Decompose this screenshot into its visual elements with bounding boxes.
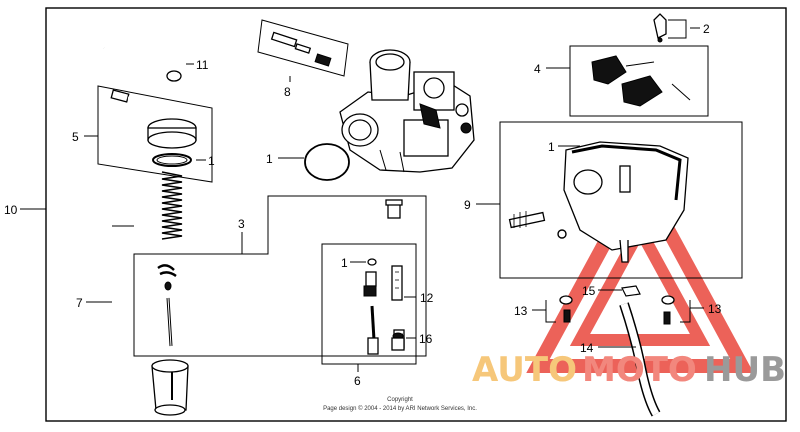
callout-7: 7	[76, 296, 83, 310]
float-chamber-part	[563, 141, 689, 263]
callout-8: 8	[284, 85, 291, 99]
float-part	[591, 55, 691, 107]
spring-part	[161, 171, 183, 240]
idle-screw-part	[391, 332, 405, 351]
fuel-joint-part	[110, 89, 197, 167]
watermark-moto: MOTO	[582, 350, 697, 390]
box-group-3	[133, 195, 427, 357]
callout-1-box6: 1	[341, 256, 348, 270]
bracket-13-left	[545, 300, 556, 323]
callout-1-oring: 1	[266, 152, 273, 166]
callout-3: 3	[238, 217, 245, 231]
watermark-text: AUTO MOTO HUB	[472, 350, 786, 390]
callout-4: 4	[534, 62, 541, 76]
box-group-4	[569, 45, 709, 117]
callout-11: 11	[196, 58, 209, 72]
carburetor-body-part	[339, 49, 475, 173]
copyright-line-2: Page design © 2004 - 2014 by ARI Network…	[323, 405, 477, 412]
callout-1-chamber: 1	[548, 140, 555, 154]
callout-10: 10	[4, 203, 18, 217]
jet-needle-part	[157, 264, 177, 347]
slow-jet-part	[270, 31, 332, 67]
leader-lines	[20, 27, 704, 372]
callout-13-left: 13	[514, 304, 528, 318]
callout-16: 16	[419, 332, 433, 346]
box-group-6	[321, 243, 417, 365]
watermark-inner-triangle	[569, 217, 711, 346]
callout-9: 9	[464, 198, 471, 212]
callout-15: 15	[582, 284, 596, 298]
watermark-auto: AUTO	[472, 350, 577, 390]
tube-clip-part	[621, 285, 641, 297]
callout-12: 12	[420, 291, 434, 305]
bracket-13-right	[680, 300, 691, 323]
watermark-hub: HUB	[704, 350, 786, 390]
box-group-9	[499, 121, 743, 279]
plug-part	[385, 199, 403, 219]
throttle-valve-part	[151, 359, 189, 416]
callout-labels: 11 2 4 8 5 1 1 1 10 9 3 7 1 12 16 6 13 1…	[4, 22, 722, 388]
callout-5: 5	[72, 130, 79, 144]
screw-right-part	[661, 295, 675, 325]
callout-13-right: 13	[708, 302, 722, 316]
copyright-line-1: Copyright	[387, 397, 413, 403]
callout-1-ring: 1	[208, 154, 215, 168]
outer-frame	[45, 7, 787, 422]
screw-left-part	[559, 295, 573, 323]
callout-6: 6	[354, 374, 361, 388]
callout-14: 14	[580, 341, 594, 355]
drain-screw-part	[508, 211, 567, 239]
box-group-8	[257, 19, 349, 77]
drain-tube-part	[619, 302, 661, 417]
inlet-pipe-part	[103, 46, 182, 82]
o-ring-part	[304, 143, 350, 181]
box-group-5	[97, 85, 213, 183]
float-valve-part	[653, 13, 687, 43]
callout-2: 2	[703, 22, 710, 36]
